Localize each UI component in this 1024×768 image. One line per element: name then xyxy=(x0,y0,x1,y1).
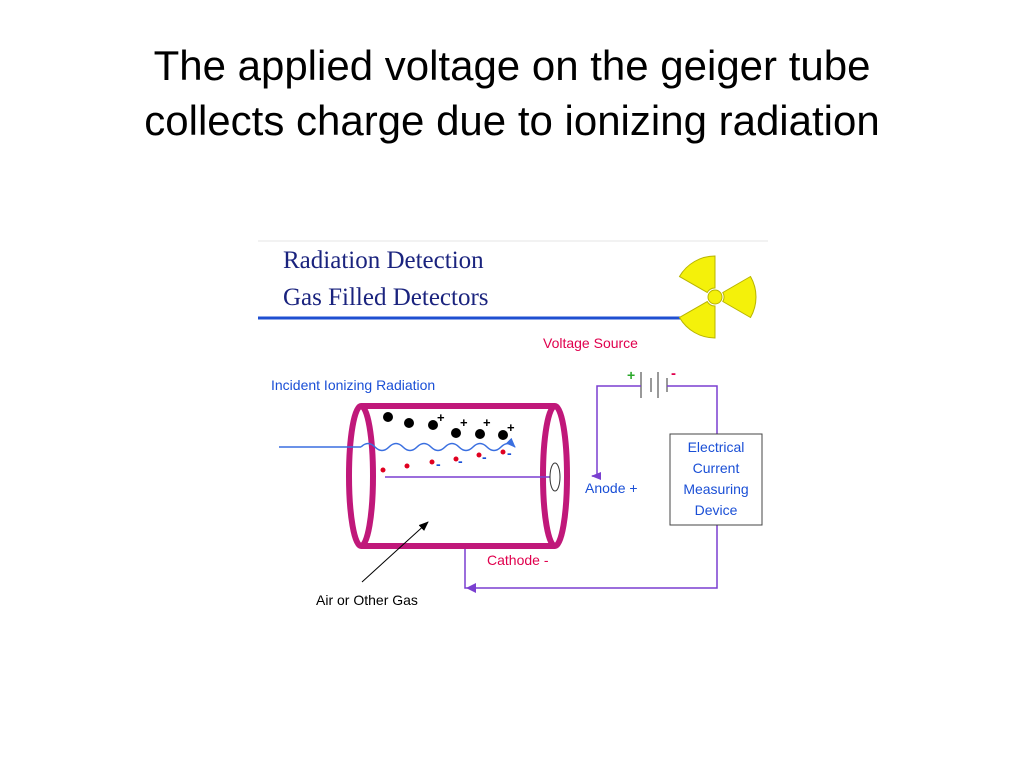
voltage-source-label: Voltage Source xyxy=(543,335,638,351)
device-label-line-3: Measuring xyxy=(683,481,748,497)
positive-ions xyxy=(383,412,508,440)
cathode-arrowhead xyxy=(466,583,476,593)
ion-minus-label: - xyxy=(507,445,512,461)
gas-pointer-arrow xyxy=(361,521,429,583)
circuit-wires xyxy=(473,385,718,589)
device-label-line-1: Electrical xyxy=(688,439,745,455)
battery-symbol xyxy=(640,372,668,398)
header-line-1: Radiation Detection xyxy=(283,247,484,274)
cathode-wire xyxy=(464,545,475,589)
battery-plus-label: + xyxy=(627,367,635,383)
ion-plus-label: + xyxy=(460,415,468,430)
slide-title-line-2: collects charge due to ionizing radiatio… xyxy=(144,97,880,144)
ion-plus-label: + xyxy=(507,420,515,435)
ion-plus-label: + xyxy=(483,415,491,430)
geiger-tube xyxy=(346,403,570,549)
battery-minus-label: - xyxy=(671,365,676,382)
ion-plus-label: + xyxy=(437,410,445,425)
gas-label: Air or Other Gas xyxy=(316,592,418,608)
incident-radiation-label: Incident Ionizing Radiation xyxy=(271,377,435,393)
header-line-2: Gas Filled Detectors xyxy=(283,284,489,311)
anode-label: Anode + xyxy=(585,480,638,496)
slide-title: The applied voltage on the geiger tube c… xyxy=(0,38,1024,148)
cathode-label: Cathode - xyxy=(487,552,549,568)
radiation-wave xyxy=(360,437,516,452)
ion-minus-label: - xyxy=(482,449,487,465)
electrons xyxy=(380,449,506,473)
device-label-line-4: Device xyxy=(695,502,738,518)
ion-minus-label: - xyxy=(458,453,463,469)
radiation-trefoil-icon xyxy=(678,255,757,339)
current-measuring-device xyxy=(669,433,763,526)
slide-title-line-1: The applied voltage on the geiger tube xyxy=(153,42,871,89)
device-label-line-2: Current xyxy=(693,460,740,476)
anode-insulator xyxy=(549,462,561,492)
ion-minus-label: - xyxy=(436,456,441,472)
